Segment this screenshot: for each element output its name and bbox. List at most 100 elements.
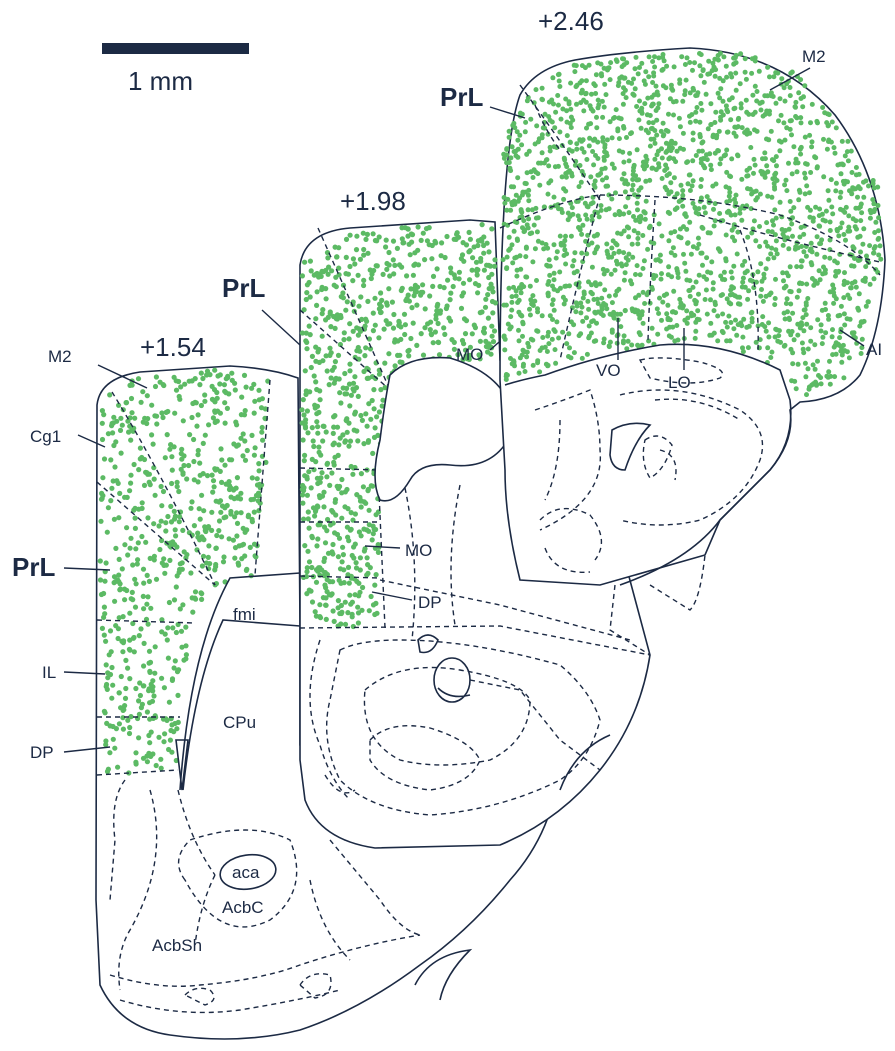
labeled-cell	[176, 379, 181, 384]
labeled-cell	[333, 500, 338, 505]
labeled-cell	[742, 259, 747, 264]
labeled-cell	[733, 71, 738, 76]
labeled-cell	[361, 484, 366, 489]
labeled-cell	[409, 240, 414, 245]
labeled-cell	[507, 327, 512, 332]
labeled-cell	[313, 379, 318, 384]
labeled-cell	[798, 152, 803, 157]
labeled-cell	[812, 278, 817, 283]
labeled-cell	[633, 272, 638, 277]
labeled-cell	[546, 330, 551, 335]
labeled-cell	[444, 234, 449, 239]
labeled-cell	[828, 382, 833, 387]
labeled-cell	[637, 99, 642, 104]
labeled-cell	[517, 371, 522, 376]
labeled-cell	[790, 171, 795, 176]
labeled-cell	[321, 559, 326, 564]
labeled-cell	[529, 301, 534, 306]
labeled-cell	[658, 253, 663, 258]
labeled-cell	[524, 354, 529, 359]
labeled-cell	[125, 552, 130, 557]
labeled-cell	[788, 302, 793, 307]
labeled-cell	[590, 149, 595, 154]
labeled-cell	[559, 207, 564, 212]
labeled-cell	[540, 86, 545, 91]
labeled-cell	[324, 617, 329, 622]
labeled-cell	[811, 216, 816, 221]
labeled-cell	[512, 256, 517, 261]
labeled-cell	[305, 493, 310, 498]
labeled-cell	[138, 446, 143, 451]
labeled-cell	[851, 216, 856, 221]
labeled-cell	[595, 60, 600, 65]
labeled-cell	[794, 386, 799, 391]
labeled-cell	[626, 252, 631, 257]
labeled-cell	[332, 619, 337, 624]
labeled-cell	[803, 135, 808, 140]
labeled-cell	[724, 258, 729, 263]
labeled-cell	[124, 525, 129, 530]
labeled-cell	[199, 534, 204, 539]
labeled-cell	[828, 228, 833, 233]
labeled-cell	[696, 149, 701, 154]
labeled-cell	[371, 602, 376, 607]
labeled-cell	[478, 310, 483, 315]
labeled-cell	[431, 274, 436, 279]
labeled-cell	[118, 587, 123, 592]
labeled-cell	[530, 259, 535, 264]
labeled-cell	[549, 98, 554, 103]
labeled-cell	[586, 204, 591, 209]
labeled-cell	[610, 300, 615, 305]
labeled-cell	[382, 327, 387, 332]
labeled-cell	[668, 180, 673, 185]
labeled-cell	[489, 324, 494, 329]
labeled-cell	[317, 450, 322, 455]
labeled-cell	[310, 535, 315, 540]
labeled-cell	[750, 93, 755, 98]
labeled-cell	[534, 87, 539, 92]
labeled-cell	[786, 161, 791, 166]
labeled-cell	[109, 486, 114, 491]
labeled-cell	[604, 175, 609, 180]
labeled-cell	[617, 136, 622, 141]
labeled-cell	[527, 149, 532, 154]
labeled-cell	[317, 602, 322, 607]
labeled-cell	[556, 336, 561, 341]
labeled-cell	[335, 425, 340, 430]
labeled-cell	[761, 114, 766, 119]
labeled-cell	[667, 145, 672, 150]
labeled-cell	[829, 177, 834, 182]
labeled-cell	[163, 632, 168, 637]
labeled-cell	[362, 548, 367, 553]
labeled-cell	[602, 155, 607, 160]
labeled-cell	[752, 127, 757, 132]
labeled-cell	[567, 283, 572, 288]
labeled-cell	[587, 143, 592, 148]
labeled-cell	[112, 464, 117, 469]
labeled-cell	[644, 199, 649, 204]
labeled-cell	[131, 635, 136, 640]
labeled-cell	[788, 209, 793, 214]
labeled-cell	[564, 341, 569, 346]
labeled-cell	[153, 493, 158, 498]
labeled-cell	[814, 382, 819, 387]
labeled-cell	[141, 594, 146, 599]
labeled-cell	[204, 560, 209, 565]
labeled-cell	[531, 363, 536, 368]
labeled-cell	[350, 386, 355, 391]
labeled-cell	[141, 606, 146, 611]
labeled-cell	[464, 242, 469, 247]
labeled-cell	[186, 463, 191, 468]
labeled-cell	[301, 437, 306, 442]
labeled-cell	[324, 528, 329, 533]
labeled-cell	[574, 147, 579, 152]
labeled-cell	[524, 181, 529, 186]
labeled-cell	[679, 183, 684, 188]
labeled-cell	[622, 171, 627, 176]
labeled-cell	[398, 359, 403, 364]
labeled-cell	[323, 603, 328, 608]
labeled-cell	[323, 540, 328, 545]
labeled-cell	[729, 75, 734, 80]
labeled-cell	[592, 310, 597, 315]
labeled-cell	[118, 581, 123, 586]
